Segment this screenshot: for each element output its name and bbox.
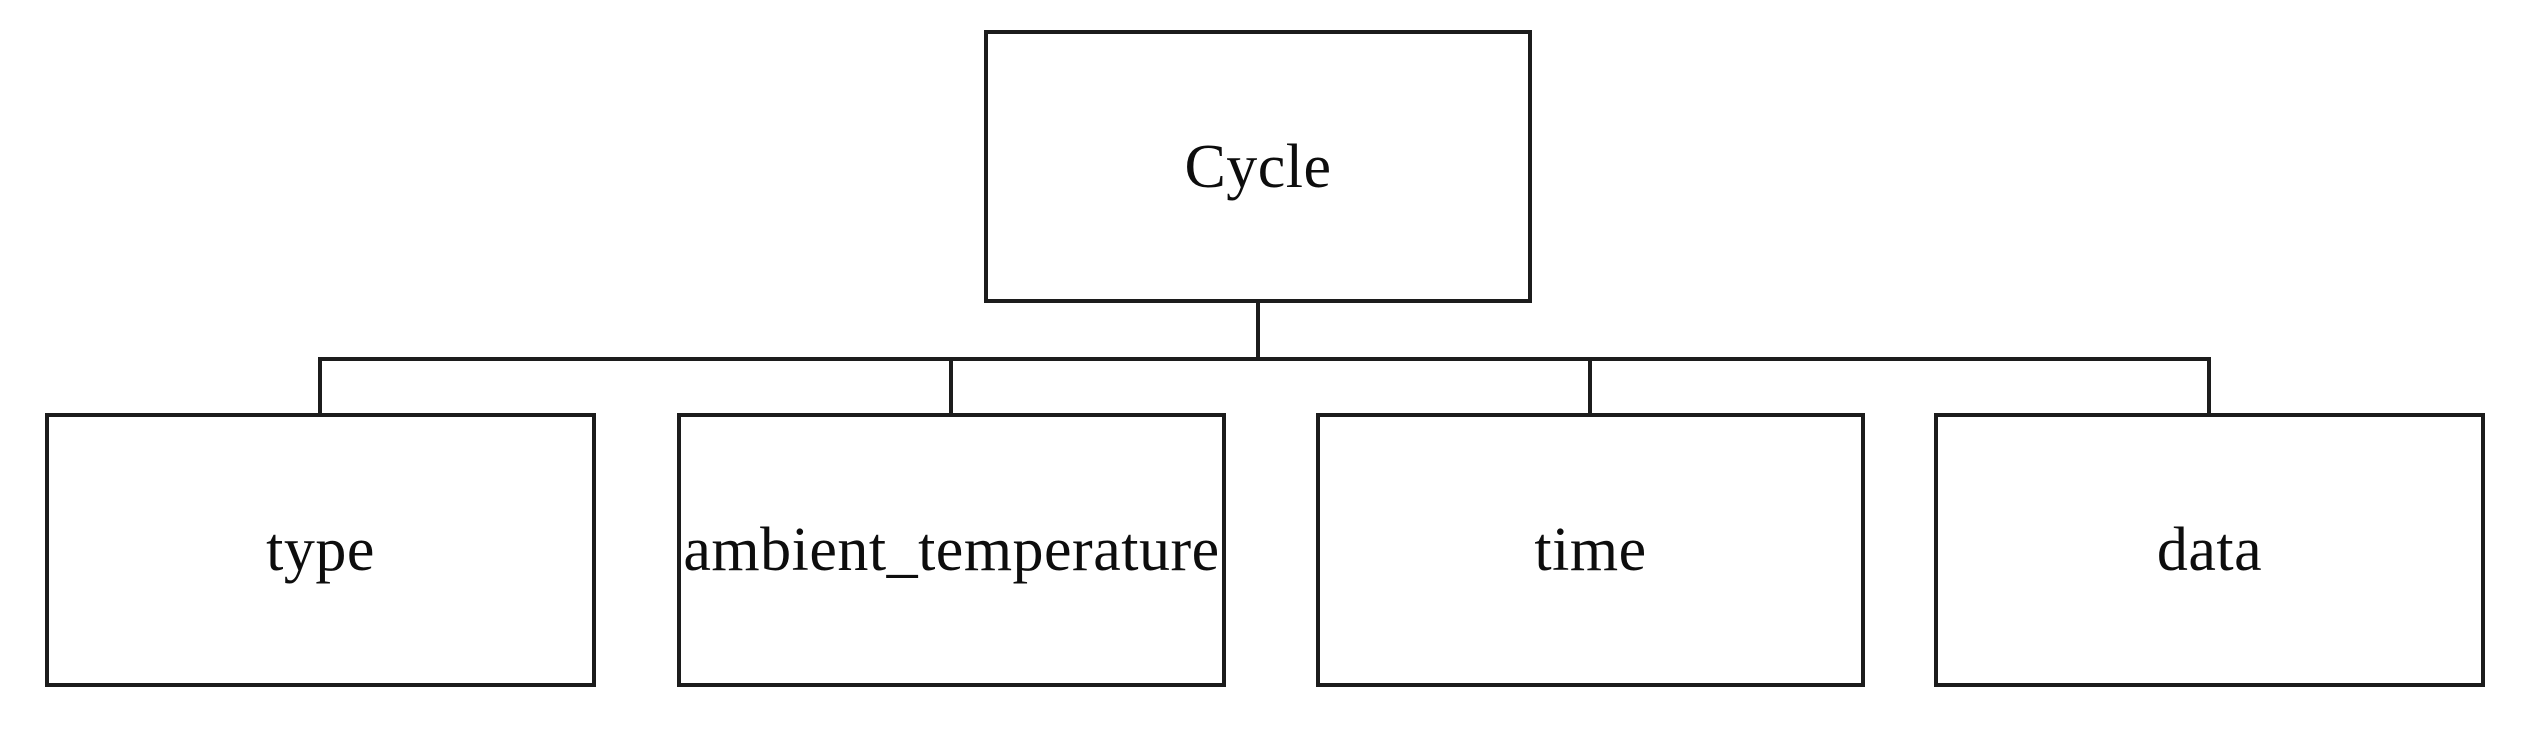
node-cycle-label: Cycle (1184, 132, 1332, 201)
connector-stem-time (1588, 357, 1592, 413)
connector-stem-ambient-temperature (949, 357, 953, 413)
node-data: data (1934, 413, 2485, 687)
node-type: type (45, 413, 596, 687)
node-ambient-temperature-label: ambient_temperature (683, 516, 1220, 584)
node-time: time (1316, 413, 1865, 687)
node-type-label: type (266, 516, 375, 584)
node-data-label: data (2156, 516, 2263, 584)
connector-stem-type (318, 357, 322, 413)
connector-root-stem (1256, 303, 1260, 360)
node-time-label: time (1534, 516, 1647, 584)
node-cycle: Cycle (984, 30, 1532, 303)
connector-horizontal-bus (318, 357, 2211, 361)
node-ambient-temperature: ambient_temperature (677, 413, 1226, 687)
connector-stem-data (2207, 357, 2211, 413)
